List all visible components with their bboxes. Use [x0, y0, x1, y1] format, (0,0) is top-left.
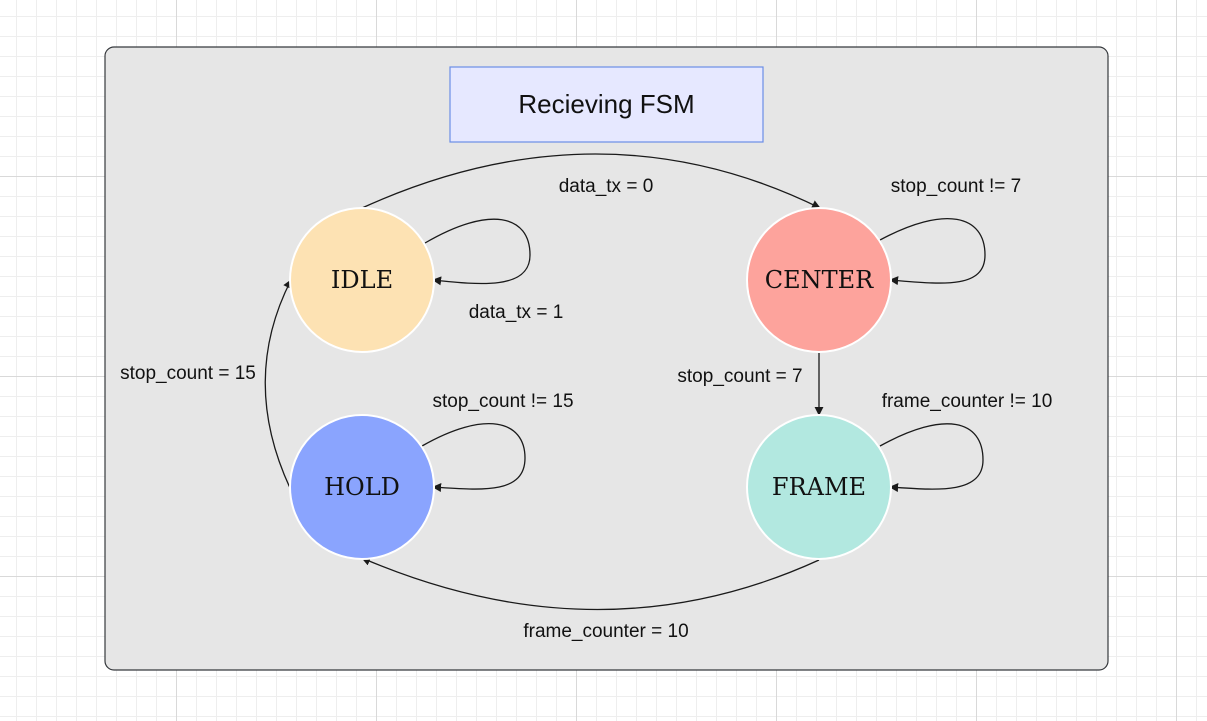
label-frame-self: frame_counter != 10 [882, 391, 1053, 412]
label-frame-to-hold: frame_counter = 10 [523, 621, 688, 642]
edge-hold-self [421, 423, 526, 493]
state-center-circle [746, 207, 892, 353]
label-idle-to-center: data_tx = 0 [559, 176, 654, 197]
edge-hold-to-idle [264, 279, 292, 489]
state-frame-circle [746, 414, 892, 560]
state-frame: FRAME [746, 414, 892, 560]
state-center-label: CENTER [765, 266, 874, 294]
edge-idle-to-center [361, 153, 821, 209]
state-idle-label: IDLE [331, 266, 393, 294]
edge-frame-self [879, 423, 984, 493]
title-box [449, 66, 764, 143]
state-center: CENTER [746, 207, 892, 353]
state-idle: IDLE [289, 207, 435, 353]
label-idle-self: data_tx = 1 [469, 302, 564, 323]
label-hold-to-idle: stop_count = 15 [120, 363, 256, 384]
state-hold: HOLD [289, 414, 435, 560]
label-center-to-frame: stop_count = 7 [677, 366, 802, 387]
state-hold-label: HOLD [324, 473, 400, 501]
edge-idle-self [424, 218, 531, 286]
state-frame-label: FRAME [772, 473, 866, 501]
label-center-self: stop_count != 7 [891, 176, 1021, 197]
edge-frame-to-hold [361, 557, 820, 611]
state-idle-circle [289, 207, 435, 353]
label-hold-self: stop_count != 15 [432, 391, 573, 412]
diagram-title: Recieving FSM [518, 89, 694, 119]
state-hold-circle [289, 414, 435, 560]
edge-center-self [879, 218, 986, 286]
